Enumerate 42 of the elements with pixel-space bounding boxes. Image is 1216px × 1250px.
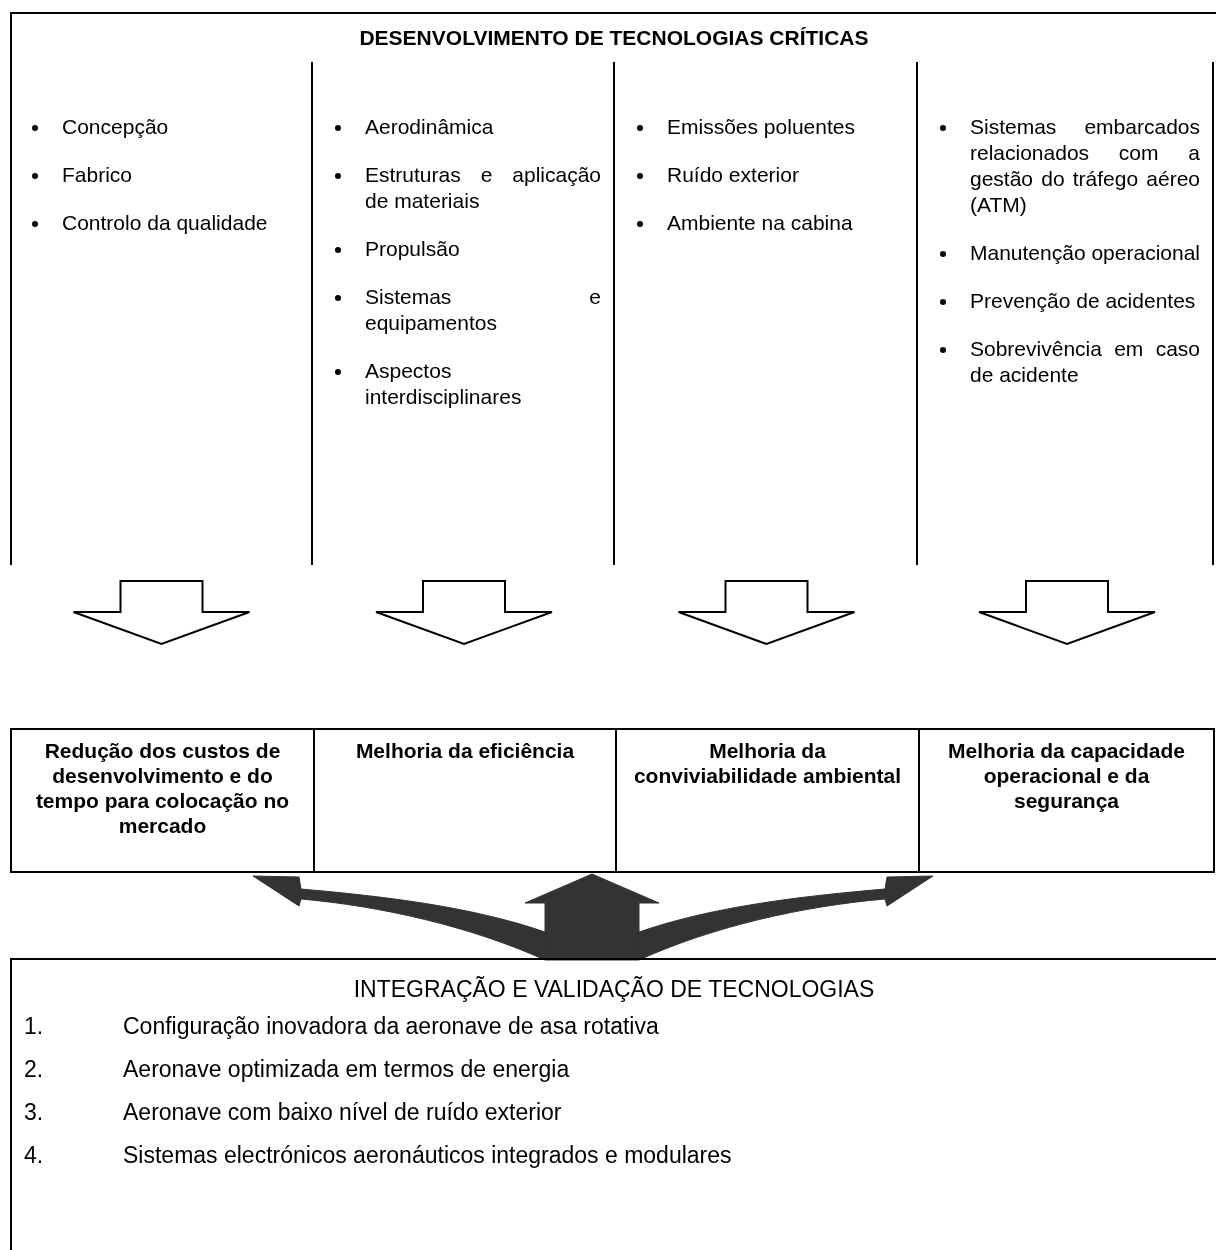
- block-arrow: [375, 580, 553, 646]
- goal-box: [615, 728, 918, 873]
- panel-heading: DESENVOLVIMENTO DE TECNOLOGIAS CRÍTICAS: [358, 25, 870, 51]
- three-way-arrow-branch: [638, 875, 934, 961]
- list-item: Emissões poluentes: [667, 114, 856, 140]
- block-arrow: [72, 580, 251, 646]
- list-item: Sobrevivência em caso de acidente: [970, 336, 1201, 388]
- goal-box: [313, 728, 615, 873]
- list-item: Sistemas embarcados relacionados com a gestão do tráfego aéreo (ATM): [970, 114, 1201, 218]
- list-item: Aeronave optimizada em termos de energia: [123, 1055, 570, 1083]
- list-number: 3.: [23, 1098, 45, 1126]
- list-number: 2.: [23, 1055, 45, 1083]
- list-item: Estruturas e aplicação de materiais: [365, 162, 602, 214]
- panel-outline: [10, 958, 1216, 1250]
- list-item: Manutenção operacional: [970, 240, 1201, 266]
- list-item: Aerodinâmica: [365, 114, 495, 140]
- goal-text: Redução dos custos de desenvolvimento e do tempo para colocação no mercado: [35, 739, 290, 837]
- goal-box: [918, 728, 1215, 873]
- goal-text: Melhoria da capacidade operacional e da segurança: [948, 739, 1185, 812]
- list-item: Sistemas electrónicos aeronáuticos integrados e modulares: [123, 1141, 732, 1169]
- block-arrow: [677, 580, 856, 646]
- list-number: 1.: [23, 1012, 45, 1040]
- panel-outline: [10, 12, 1216, 565]
- list-item: Prevenção de acidentes: [970, 288, 1197, 314]
- list-number: 4.: [23, 1141, 45, 1169]
- three-way-arrow-branch: [252, 875, 546, 961]
- goal-box: [10, 728, 313, 873]
- panel-heading: INTEGRAÇÃO E VALIDAÇÃO DE TECNOLOGIAS: [352, 975, 876, 1004]
- list-item: Fabrico: [62, 162, 134, 188]
- list-item: Controlo da qualidade: [62, 210, 269, 236]
- list-item: Concepção: [62, 114, 170, 140]
- block-arrow: [978, 580, 1156, 646]
- list-item: Configuração inovadora da aeronave de asa rotativa: [123, 1012, 659, 1040]
- three-way-arrow-branch: [524, 873, 660, 961]
- goal-text: Melhoria da eficiência: [355, 739, 575, 762]
- list-item: Ambiente na cabina: [667, 210, 854, 236]
- list-item: Aspectos interdisciplinares: [365, 358, 523, 410]
- list-item: Aeronave com baixo nível de ruído exterior: [123, 1098, 562, 1126]
- list-item: Sistemas e equipamentos: [365, 284, 602, 336]
- goal-text: Melhoria da conviviabilidade ambiental: [633, 739, 902, 787]
- list-item: Propulsão: [365, 236, 461, 262]
- list-item: Ruído exterior: [667, 162, 800, 188]
